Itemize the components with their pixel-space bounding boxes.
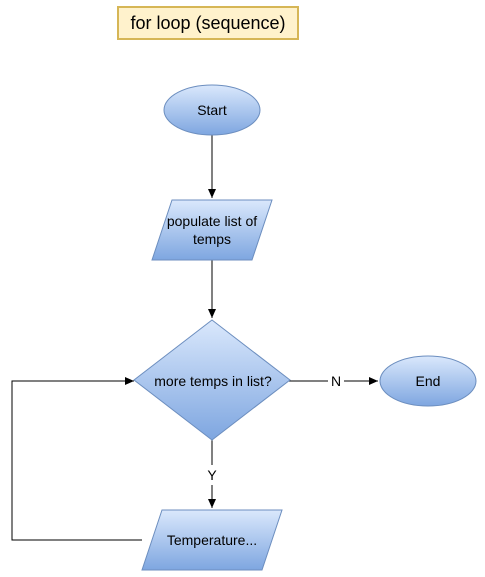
end-node-label: End <box>415 373 441 389</box>
decision-node-label: more temps in list? <box>154 373 272 389</box>
edge-label-yes: Y <box>207 467 217 483</box>
end-node-shape <box>379 355 477 407</box>
diagram-title: for loop (sequence) <box>117 6 299 40</box>
edge-label-yes-bg <box>204 465 220 485</box>
populate-node-label: populate list of temps <box>166 213 258 247</box>
edge-temperature-loop-back <box>11 377 142 541</box>
edge-label-no-bg <box>328 371 344 391</box>
edge-label-no: N <box>330 373 342 389</box>
start-node-shape <box>163 84 261 136</box>
decision-node-shape <box>133 319 291 441</box>
populate-node-shape <box>151 199 273 261</box>
temperature-node-label: Temperature... <box>166 532 258 548</box>
start-node-label: Start <box>197 102 227 118</box>
temperature-node-shape <box>141 509 283 571</box>
